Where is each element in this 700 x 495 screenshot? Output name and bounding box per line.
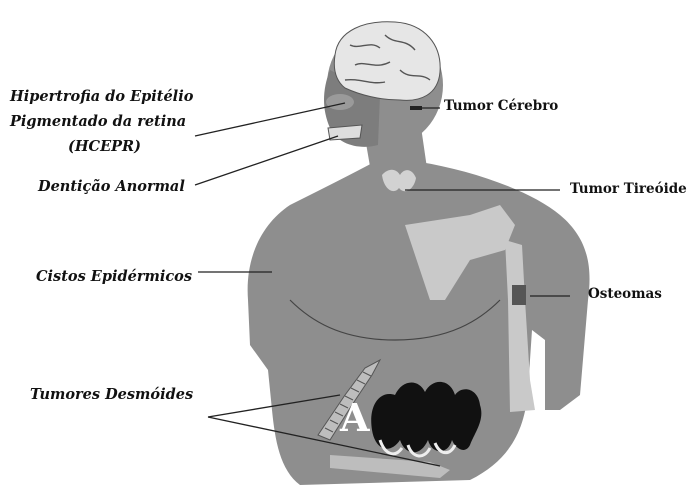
eye — [326, 94, 354, 110]
colon-letter: A — [340, 393, 369, 442]
label-osteomas: Osteomas — [588, 286, 662, 304]
label-cistos: Cistos Epidérmicos — [36, 268, 192, 287]
leader-denticao — [195, 136, 338, 185]
osteoma-marker — [512, 285, 526, 305]
label-hipertrofia-line1: Hipertrofia do Epitélio — [10, 88, 193, 107]
label-denticao: Dentição Anormal — [38, 178, 185, 197]
label-hipertrofia-line2: Pigmentado da retina — [10, 113, 186, 132]
brain — [334, 22, 440, 101]
label-cerebro: Tumor Cérebro — [444, 98, 558, 116]
label-hipertrofia-line3: (HCEPR) — [68, 138, 141, 157]
label-tireoide: Tumor Tireóide — [570, 181, 687, 199]
label-desmoides: Tumores Desmóides — [30, 386, 193, 405]
leader-hipertrofia — [195, 103, 345, 136]
